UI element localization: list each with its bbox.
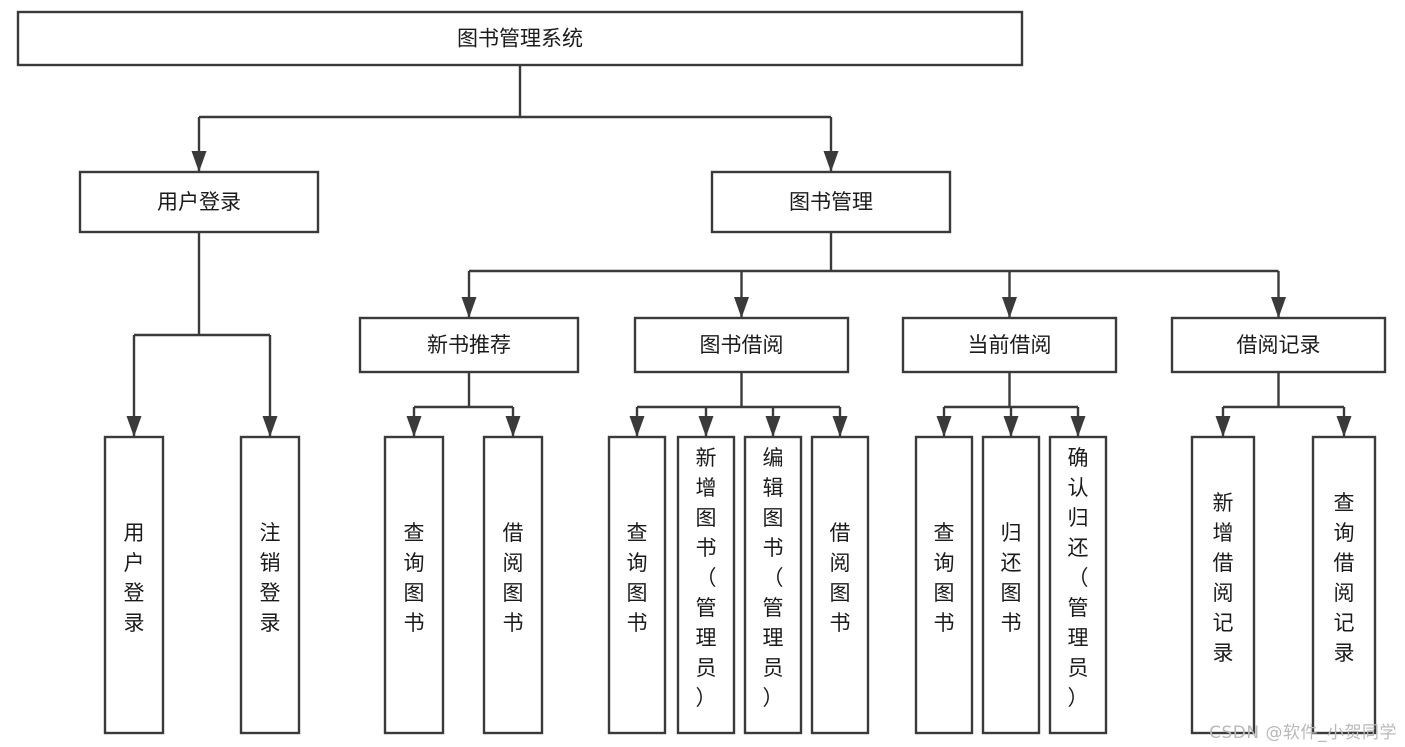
node-add-book-admin[interactable]: 新增图书（管理员） [676,435,736,735]
node-label: 新增图书（管理员） [696,446,717,710]
node-borrow-book-2[interactable]: 借阅图书 [810,435,870,735]
node-box[interactable] [16,10,1024,67]
node-add-borrow-record[interactable]: 新增借阅记录 [1190,435,1256,735]
arrow-to-query-book-3 [936,416,952,437]
node-box[interactable] [78,170,320,234]
node-borrow-record[interactable]: 借阅记录 [1170,316,1387,374]
node-box[interactable] [383,435,445,735]
node-book-manage[interactable]: 图书管理 [710,170,952,234]
arrow-to-new-book-recommend [461,297,477,318]
arrow-to-query-book-1 [406,416,422,437]
node-label: 查询借阅记录 [1334,491,1355,665]
arrow-to-return-book [1003,416,1019,437]
node-user-login[interactable]: 用户登录 [78,170,320,234]
node-box[interactable] [914,435,974,735]
node-box[interactable] [607,435,667,735]
node-borrow-book-1[interactable]: 借阅图书 [482,435,544,735]
node-user-logout[interactable]: 注销登录 [239,435,301,735]
node-label: 查询图书 [627,521,648,635]
node-label: 用户登录 [157,190,241,214]
arrow-to-book-manage [823,151,839,172]
node-box[interactable] [239,435,301,735]
connector-layer [126,65,1352,437]
node-box[interactable] [1170,316,1387,374]
node-query-book-3[interactable]: 查询图书 [914,435,974,735]
arrow-to-add-book-admin [698,416,714,437]
arrow-to-book-borrow [734,297,749,318]
node-box[interactable] [358,316,580,374]
arrow-to-query-book-2 [629,416,645,437]
node-label: 新增借阅记录 [1213,491,1234,665]
node-label: 借阅记录 [1237,333,1321,357]
node-confirm-return-admin[interactable]: 确认归还（管理员） [1048,435,1108,735]
node-label: 图书借阅 [700,333,784,357]
node-box[interactable] [1048,435,1108,735]
node-edit-book-admin[interactable]: 编辑图书（管理员） [743,435,803,735]
node-label: 用户登录 [124,521,145,635]
node-label: 借阅图书 [503,521,524,635]
arrow-to-confirm-return-admin [1070,416,1086,437]
node-label: 新书推荐 [427,333,511,357]
node-box[interactable] [743,435,803,735]
node-box[interactable] [676,435,736,735]
node-layer: 图书管理系统用户登录用户登录注销登录图书管理新书推荐查询图书借阅图书图书借阅查询… [16,10,1387,735]
node-query-book-1[interactable]: 查询图书 [383,435,445,735]
node-box[interactable] [901,316,1118,374]
node-box[interactable] [1190,435,1256,735]
arrow-to-user-login [191,151,207,172]
node-user-login-do[interactable]: 用户登录 [103,435,165,735]
node-current-borrow[interactable]: 当前借阅 [901,316,1118,374]
node-root[interactable]: 图书管理系统 [16,10,1024,67]
node-query-book-2[interactable]: 查询图书 [607,435,667,735]
node-box[interactable] [810,435,870,735]
arrow-to-add-borrow-record [1215,416,1231,437]
node-book-borrow[interactable]: 图书借阅 [633,316,850,374]
node-box[interactable] [981,435,1041,735]
arrow-to-current-borrow [1002,297,1017,318]
node-box[interactable] [1311,435,1377,735]
node-label: 注销登录 [260,521,281,635]
arrow-to-borrow-book-2 [832,416,848,437]
node-label: 归还图书 [1001,521,1022,635]
node-label: 图书管理系统 [457,27,583,51]
node-box[interactable] [482,435,544,735]
arrow-to-user-logout [262,416,278,437]
node-label: 查询图书 [404,521,425,635]
node-query-borrow-record[interactable]: 查询借阅记录 [1311,435,1377,735]
node-label: 借阅图书 [830,521,851,635]
arrow-to-query-borrow-record [1336,416,1352,437]
node-box[interactable] [103,435,165,735]
arrow-to-user-login-do [126,416,142,437]
arrow-to-edit-book-admin [765,416,781,437]
node-new-book-recommend[interactable]: 新书推荐 [358,316,580,374]
node-label: 当前借阅 [968,333,1052,357]
node-label: 编辑图书（管理员） [763,446,784,710]
node-label: 图书管理 [789,190,873,214]
node-box[interactable] [633,316,850,374]
node-box[interactable] [710,170,952,234]
node-label: 查询图书 [934,521,955,635]
node-return-book[interactable]: 归还图书 [981,435,1041,735]
arrow-to-borrow-book-1 [505,416,521,437]
arrow-to-borrow-record [1271,297,1286,318]
node-label: 确认归还（管理员） [1068,446,1089,710]
